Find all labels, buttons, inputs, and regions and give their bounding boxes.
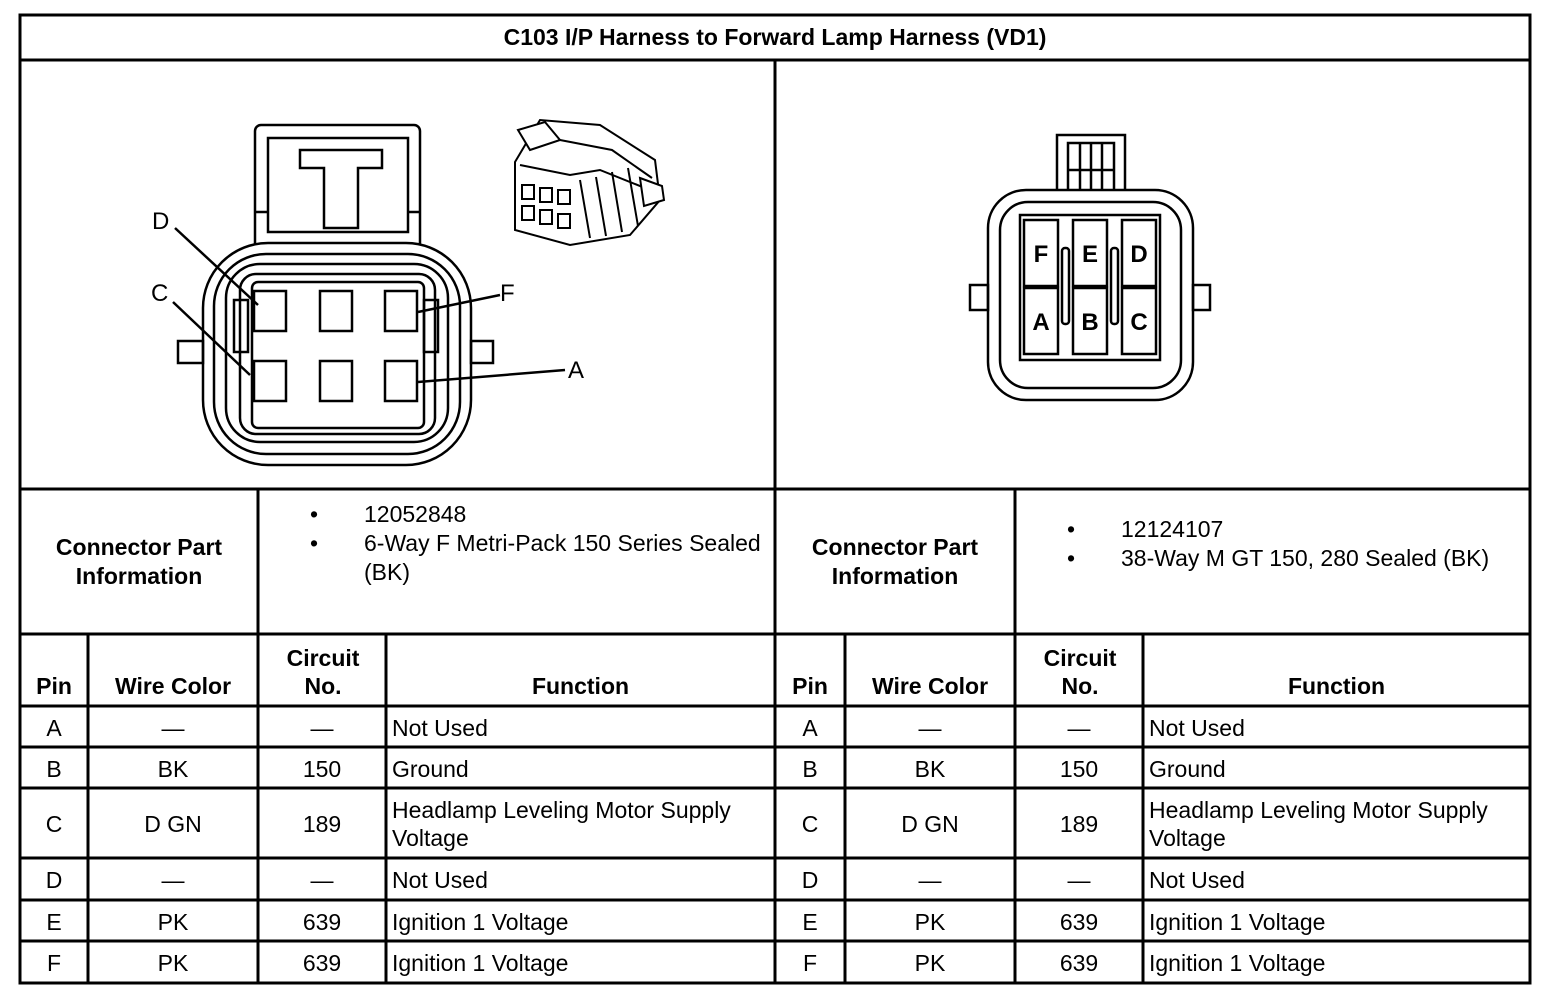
cell-circuit-right: 189 <box>1059 811 1099 837</box>
pin-label-b: B <box>1081 309 1098 336</box>
pin-label-a: A <box>1032 309 1049 336</box>
cell-wire-color-left: PK <box>157 908 189 935</box>
cell-wire-color-left: — <box>161 714 185 741</box>
connector-sketch-icon <box>514 118 666 247</box>
cell-pin-right: C <box>801 811 819 837</box>
part-description-left: 6-Way F Metri-Pack 150 Series Sealed (BK… <box>258 529 775 587</box>
cell-circuit-left: 150 <box>302 755 342 782</box>
header-circuit-left: Circuit No. <box>286 645 360 699</box>
cell-function-right: Ignition 1 Voltage <box>1149 908 1326 935</box>
cell-circuit-right: — <box>1067 867 1091 893</box>
cell-function-left: Not Used <box>392 867 488 893</box>
cell-circuit-left: — <box>310 714 334 741</box>
pin-label-d: D <box>152 208 169 235</box>
cell-circuit-right: — <box>1067 714 1091 741</box>
cell-wire-color-right: BK <box>914 755 946 782</box>
pin-label-a: A <box>568 357 584 384</box>
pin-label-d: D <box>1130 241 1147 268</box>
header-wire-color-right: Wire Color <box>871 673 989 699</box>
right-connector-drawing: F E D A B C <box>968 133 1212 402</box>
cell-pin-right: F <box>802 950 818 976</box>
cell-circuit-left: — <box>310 867 334 893</box>
cell-circuit-left: 189 <box>302 811 342 837</box>
cell-wire-color-left: — <box>161 867 185 893</box>
cell-pin-right: B <box>802 755 818 782</box>
cell-wire-color-left: BK <box>157 755 189 782</box>
cell-circuit-right: 639 <box>1059 908 1099 935</box>
cell-wire-color-left: PK <box>157 950 189 976</box>
left-connector-drawing: D C F A <box>151 118 666 467</box>
cell-pin-left: D <box>45 867 63 893</box>
part-number-right: 12124107 <box>1015 515 1530 544</box>
header-pin-left: Pin <box>36 673 72 699</box>
pin-label-c: C <box>1130 309 1147 336</box>
cell-pin-right: D <box>801 867 819 893</box>
cell-function-right: Ground <box>1149 755 1226 782</box>
cell-wire-color-right: PK <box>914 908 946 935</box>
header-function-left: Function <box>531 673 630 699</box>
cell-pin-left: F <box>46 950 62 976</box>
pin-label-f: F <box>500 280 515 307</box>
cell-pin-right: E <box>802 908 818 935</box>
cell-wire-color-right: PK <box>914 950 946 976</box>
pin-label-f: F <box>1034 241 1049 268</box>
header-wire-color-left: Wire Color <box>114 673 232 699</box>
part-description-right: 38-Way M GT 150, 280 Sealed (BK) <box>1015 544 1530 573</box>
cell-function-right: Headlamp Leveling Motor Supply Voltage <box>1149 797 1488 851</box>
connector-part-label-right: Connector Part Information <box>811 533 979 589</box>
cell-wire-color-left: D GN <box>144 811 202 837</box>
cell-function-left: Not Used <box>392 714 488 741</box>
part-info-right: 12124107 38-Way M GT 150, 280 Sealed (BK… <box>1015 515 1530 573</box>
part-info-left: 12052848 6-Way F Metri-Pack 150 Series S… <box>258 500 775 587</box>
cell-function-right: Not Used <box>1149 867 1245 893</box>
pin-label-e: E <box>1082 241 1098 268</box>
cell-pin-left: E <box>46 908 62 935</box>
cell-wire-color-right: — <box>918 867 942 893</box>
cell-circuit-left: 639 <box>302 908 342 935</box>
cell-wire-color-right: D GN <box>901 811 959 837</box>
header-circuit-right: Circuit No. <box>1043 645 1117 699</box>
cell-function-left: Headlamp Leveling Motor Supply Voltage <box>392 797 731 851</box>
cell-function-left: Ignition 1 Voltage <box>392 950 569 976</box>
cell-pin-left: A <box>46 714 62 741</box>
cell-function-right: Not Used <box>1149 714 1245 741</box>
page-title: C103 I/P Harness to Forward Lamp Harness… <box>503 24 1047 50</box>
part-number-left: 12052848 <box>258 500 775 529</box>
cell-function-left: Ground <box>392 755 469 782</box>
cell-function-right: Ignition 1 Voltage <box>1149 950 1326 976</box>
cell-circuit-right: 639 <box>1059 950 1099 976</box>
header-function-right: Function <box>1287 673 1386 699</box>
cell-wire-color-right: — <box>918 714 942 741</box>
cell-pin-left: C <box>45 811 63 837</box>
connector-part-label-left: Connector Part Information <box>55 533 223 589</box>
header-pin-right: Pin <box>792 673 828 699</box>
cell-function-left: Ignition 1 Voltage <box>392 908 569 935</box>
cell-circuit-right: 150 <box>1059 755 1099 782</box>
cell-pin-right: A <box>802 714 818 741</box>
cell-circuit-left: 639 <box>302 950 342 976</box>
cell-pin-left: B <box>46 755 62 782</box>
pin-label-c: C <box>151 280 168 307</box>
